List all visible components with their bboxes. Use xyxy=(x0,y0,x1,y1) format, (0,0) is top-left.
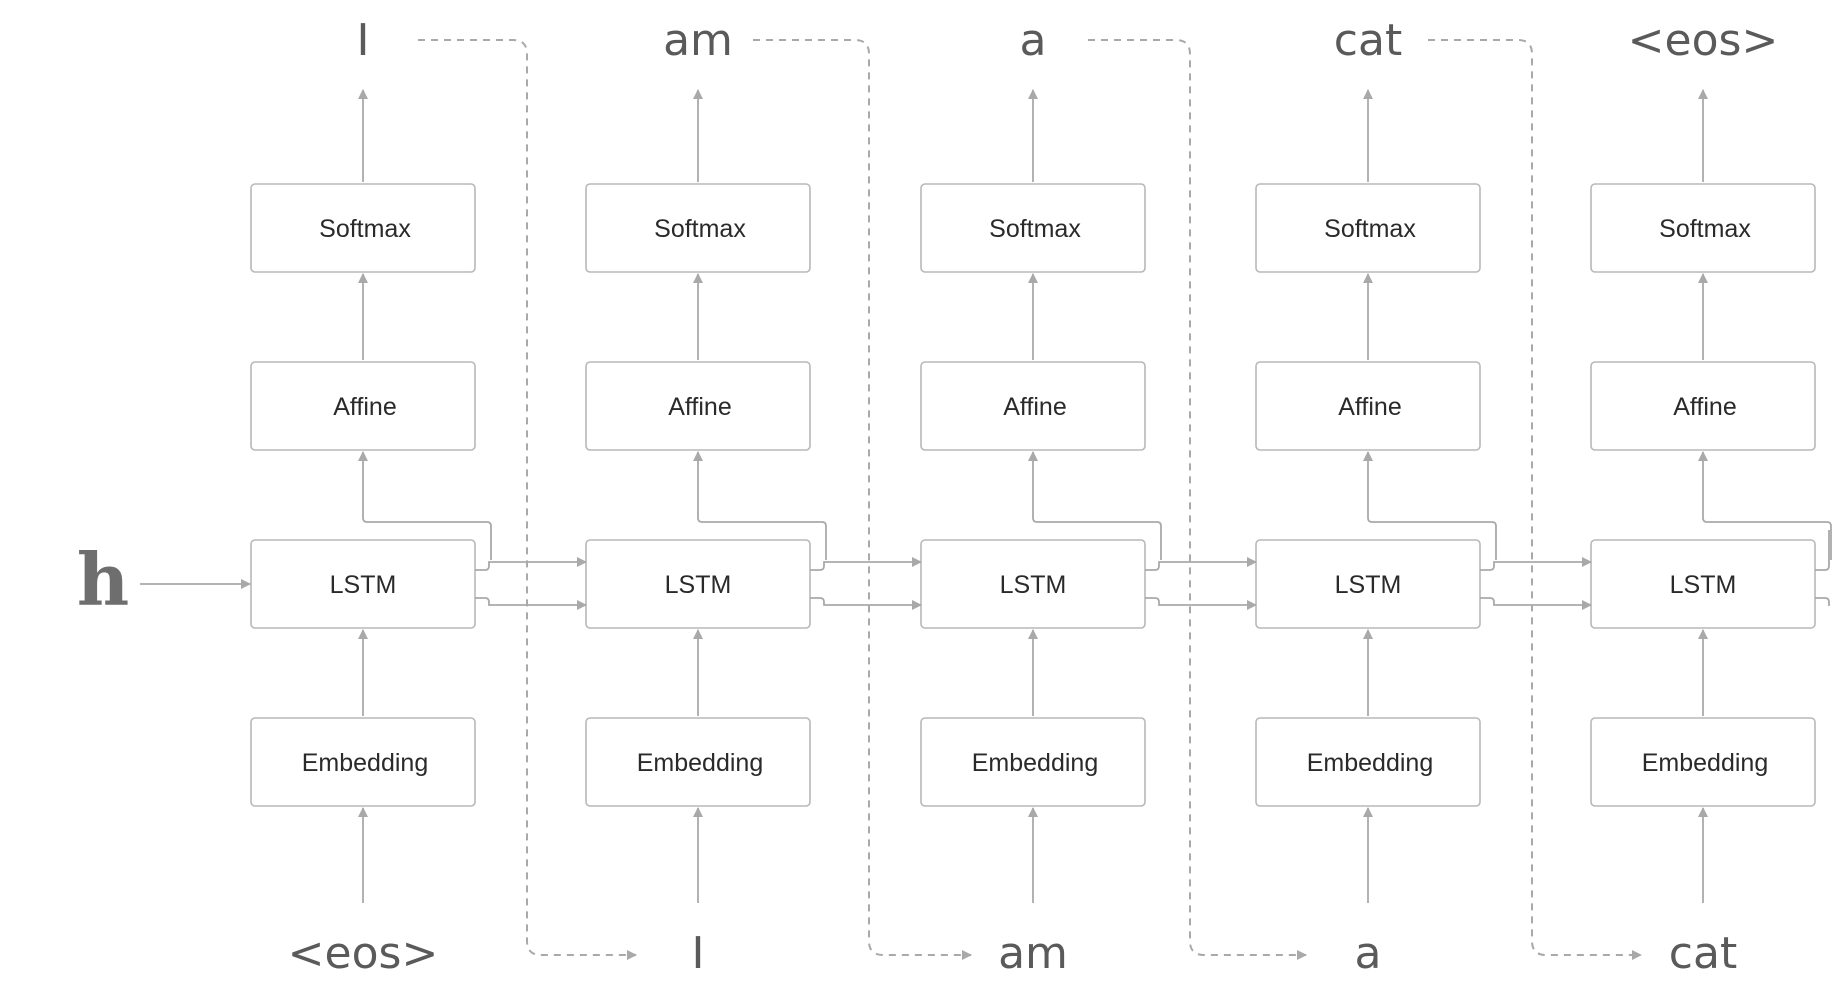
input-word: a xyxy=(1355,928,1382,979)
lstm-to-affine-arrow xyxy=(1698,451,1832,560)
softmax-box xyxy=(585,183,811,273)
embedding-box xyxy=(250,717,476,807)
affine-box xyxy=(1255,361,1481,451)
affine-box xyxy=(250,361,476,451)
lstm-label: LSTM xyxy=(330,571,397,599)
lstm-to-affine-arrow xyxy=(1363,451,1497,560)
input-word: <eos> xyxy=(288,928,439,979)
softmax-label: Softmax xyxy=(1324,215,1416,243)
embedding-box xyxy=(1255,717,1481,807)
lstm-box xyxy=(920,539,1146,629)
lstm-label: LSTM xyxy=(1000,571,1067,599)
feedback-dashed-arrow xyxy=(418,39,637,960)
output-word: a xyxy=(1020,15,1047,66)
cell-recurrent-arrow xyxy=(810,597,922,610)
softmax-box xyxy=(1590,183,1816,273)
recurrent-stub xyxy=(1815,597,1830,606)
embedding-label: Embedding xyxy=(1307,749,1433,777)
output-word: am xyxy=(663,15,733,66)
affine-label: Affine xyxy=(668,393,731,421)
feedback-dashed-arrow xyxy=(1088,39,1307,960)
output-word: cat xyxy=(1334,15,1402,66)
output-word: I xyxy=(357,15,370,66)
lstm-to-affine-arrow xyxy=(693,451,827,560)
embedding-label: Embedding xyxy=(1642,749,1768,777)
softmax-box xyxy=(1255,183,1481,273)
lstm-box xyxy=(1255,539,1481,629)
lstm-label: LSTM xyxy=(1670,571,1737,599)
recurrent-stub xyxy=(1815,530,1830,571)
embedding-label: Embedding xyxy=(302,749,428,777)
affine-label: Affine xyxy=(1003,393,1066,421)
embedding-label: Embedding xyxy=(637,749,763,777)
lstm-to-affine-arrow xyxy=(358,451,492,560)
feedback-dashed-arrow xyxy=(1428,39,1642,960)
hidden-recurrent-arrow xyxy=(810,557,922,571)
hidden-recurrent-arrow xyxy=(1145,557,1257,571)
softmax-label: Softmax xyxy=(1659,215,1751,243)
affine-label: Affine xyxy=(1338,393,1401,421)
output-word: <eos> xyxy=(1628,15,1779,66)
feedback-dashed-arrow xyxy=(753,39,972,960)
lstm-label: LSTM xyxy=(665,571,732,599)
lstm-box xyxy=(250,539,476,629)
connection-edges xyxy=(358,39,1832,960)
hidden-state-label: h xyxy=(77,537,129,622)
softmax-box xyxy=(920,183,1146,273)
timestep-columns: SoftmaxAffineLSTMEmbeddingI<eos>SoftmaxA… xyxy=(250,15,1816,979)
embedding-box xyxy=(920,717,1146,807)
lstm-to-affine-arrow xyxy=(1028,451,1162,560)
hidden-recurrent-arrow xyxy=(1480,557,1592,571)
affine-label: Affine xyxy=(1673,393,1736,421)
embedding-label: Embedding xyxy=(972,749,1098,777)
affine-box xyxy=(585,361,811,451)
hidden-recurrent-arrow xyxy=(475,557,587,571)
cell-recurrent-arrow xyxy=(1480,597,1592,610)
lstm-label: LSTM xyxy=(1335,571,1402,599)
lstm-box xyxy=(1590,539,1816,629)
embedding-box xyxy=(585,717,811,807)
softmax-box xyxy=(250,183,476,273)
cell-recurrent-arrow xyxy=(475,597,587,610)
softmax-label: Softmax xyxy=(989,215,1081,243)
embedding-box xyxy=(1590,717,1816,807)
softmax-label: Softmax xyxy=(654,215,746,243)
input-word: am xyxy=(998,928,1068,979)
affine-box xyxy=(920,361,1146,451)
input-word: cat xyxy=(1669,928,1737,979)
affine-label: Affine xyxy=(333,393,396,421)
input-word: I xyxy=(692,928,705,979)
softmax-label: Softmax xyxy=(319,215,411,243)
cell-recurrent-arrow xyxy=(1145,597,1257,610)
lstm-box xyxy=(585,539,811,629)
affine-box xyxy=(1590,361,1816,451)
